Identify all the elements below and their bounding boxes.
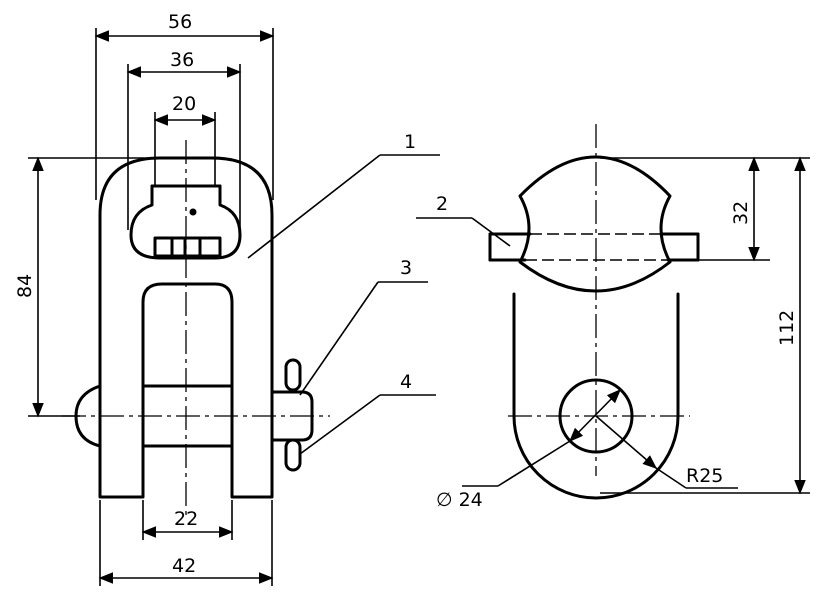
cotter-pin-bottom (284, 438, 302, 472)
nut-block (153, 236, 222, 258)
front-view: 56 36 20 84 22 42 (14, 11, 330, 586)
dim-22: 22 (174, 508, 198, 530)
cotter-pin-top (284, 358, 302, 392)
side-outline (512, 292, 680, 500)
dim-84: 84 (14, 274, 36, 298)
dim-32: 32 (730, 201, 752, 225)
callouts: 1 2 3 4 (247, 131, 511, 455)
side-view: 32 112 R25 ∅ 24 (436, 124, 810, 511)
shackle-outline (98, 156, 274, 499)
dim-dia24: ∅ 24 (436, 489, 483, 511)
top-cavity (129, 184, 242, 260)
callout-3: 3 (400, 257, 412, 279)
dot-mark (189, 208, 197, 216)
dim-112: 112 (776, 310, 798, 346)
dim-20: 20 (172, 93, 196, 115)
dim-r25: R25 (686, 465, 723, 487)
dim-42: 42 (172, 555, 196, 577)
callout-1: 1 (404, 131, 416, 153)
callout-4: 4 (400, 371, 412, 393)
dim-56: 56 (168, 11, 192, 33)
top-boss (518, 155, 672, 293)
dim-36: 36 (170, 49, 194, 71)
callout-2: 2 (436, 193, 448, 215)
